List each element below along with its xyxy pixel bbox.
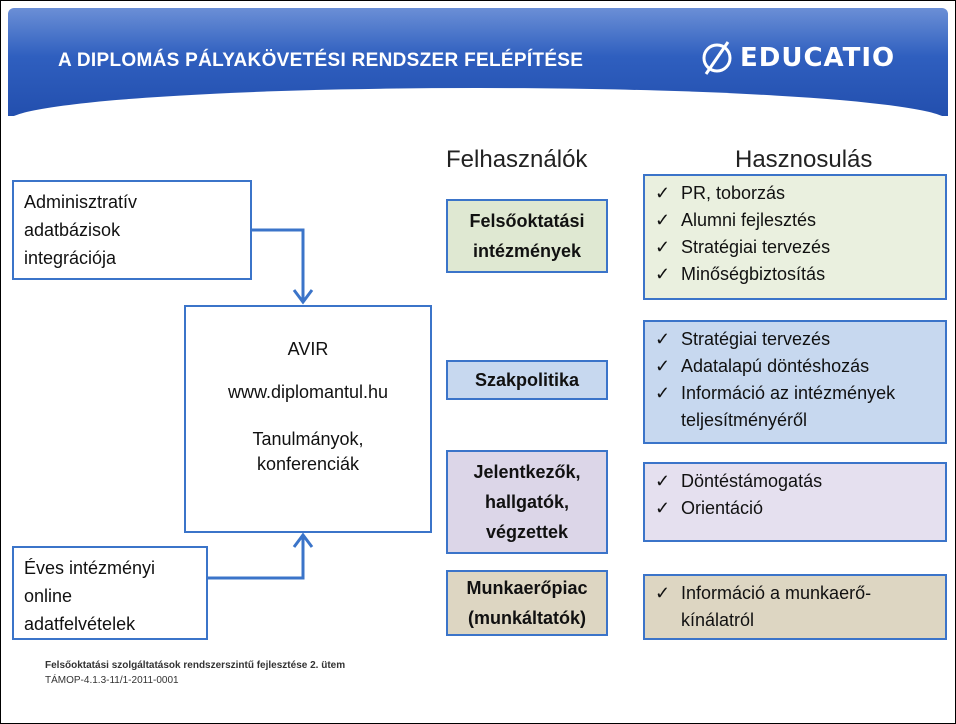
user-line: Jelentkezők, [473, 462, 581, 482]
arrow-survey-to-avir [208, 535, 305, 580]
uses-item: ✓PR, toborzás [655, 180, 945, 207]
user-box-labour-market: Munkaerőpiac (munkáltatók) [446, 570, 608, 636]
uses-box-policy: ✓Stratégiai tervezés ✓Adatalapú döntésho… [643, 320, 947, 444]
uses-item: ✓Orientáció [655, 495, 945, 522]
conferences-label: konferenciák [256, 454, 360, 474]
slide-title: A DIPLOMÁS PÁLYAKÖVETÉSI RENDSZER FELÉPÍ… [58, 50, 584, 71]
check-icon: ✓ [655, 237, 671, 257]
uses-box-labour-market: ✓ Információ a munkaerő-kínálatról [643, 574, 947, 640]
uses-item: ✓Döntéstámogatás [655, 468, 945, 495]
uses-column-heading: Hasznosulás [735, 146, 873, 173]
uses-box-students: ✓Döntéstámogatás ✓Orientáció [643, 462, 947, 542]
user-box-institutions: Felsőoktatási intézmények [446, 199, 608, 273]
uses-item: ✓Adatalapú döntéshozás [655, 353, 945, 380]
check-icon: ✓ [655, 356, 671, 376]
studies-label: Tanulmányok, [252, 429, 364, 449]
source-admin-line: integrációja [24, 248, 117, 268]
check-icon: ✓ [655, 383, 671, 403]
user-line: intézmények [472, 241, 582, 261]
user-line: hallgatók, [484, 492, 569, 512]
educatio-logo-icon [702, 41, 732, 75]
avir-label: AVIR [287, 339, 329, 359]
check-icon: ✓ [655, 183, 671, 203]
check-icon: ✓ [655, 583, 671, 603]
footer-project-title: Felsőoktatási szolgáltatások rendszerszi… [45, 660, 346, 671]
user-line: végzettek [485, 522, 569, 542]
source-box-survey: Éves intézményi online adatfelvételek [12, 546, 208, 640]
uses-item: ✓Alumni fejlesztés [655, 207, 945, 234]
check-icon: ✓ [655, 329, 671, 349]
source-admin-line: adatbázisok [24, 220, 121, 240]
uses-item: ✓Minőségbiztosítás [655, 261, 945, 288]
check-icon: ✓ [655, 210, 671, 230]
uses-item: ✓ Információ a munkaerő-kínálatról [655, 580, 945, 634]
arrow-survey-head [292, 532, 314, 548]
website-label[interactable]: www.diplomantul.hu [227, 382, 389, 402]
uses-box-institutions: ✓PR, toborzás ✓Alumni fejlesztés ✓Straté… [643, 174, 947, 300]
arrow-admin-head [292, 289, 314, 305]
uses-item: ✓Stratégiai tervezés [655, 326, 945, 353]
check-icon: ✓ [655, 264, 671, 284]
logo-text: EDUCATIO [740, 43, 896, 73]
user-line: Szakpolitika [474, 370, 580, 390]
source-survey-line: adatfelvételek [24, 614, 136, 634]
check-icon: ✓ [655, 498, 671, 518]
source-admin-line: Adminisztratív [24, 192, 138, 212]
uses-item-text: Információ a munkaerő-kínálatról [681, 583, 872, 630]
source-survey-line: online [24, 586, 73, 606]
educatio-logo: EDUCATIO [700, 38, 895, 78]
user-line: Munkaerőpiac [466, 578, 588, 598]
user-line: (munkáltatók) [467, 608, 586, 628]
footer-project-code: TÁMOP-4.1.3-11/1-2011-0001 [45, 675, 179, 686]
avir-box: AVIR www.diplomantul.hu Tanulmányok, kon… [184, 305, 432, 533]
user-line: Felsőoktatási [469, 211, 585, 231]
arrow-admin-to-avir [252, 228, 305, 302]
user-box-policy: Szakpolitika [446, 360, 608, 400]
check-icon: ✓ [655, 471, 671, 491]
user-box-students: Jelentkezők, hallgatók, végzettek [446, 450, 608, 554]
uses-item: ✓Stratégiai tervezés [655, 234, 945, 261]
source-survey-line: Éves intézményi [24, 558, 156, 578]
users-column-heading: Felhasználók [446, 146, 588, 173]
source-box-admin: Adminisztratív adatbázisok integrációja [12, 180, 252, 280]
